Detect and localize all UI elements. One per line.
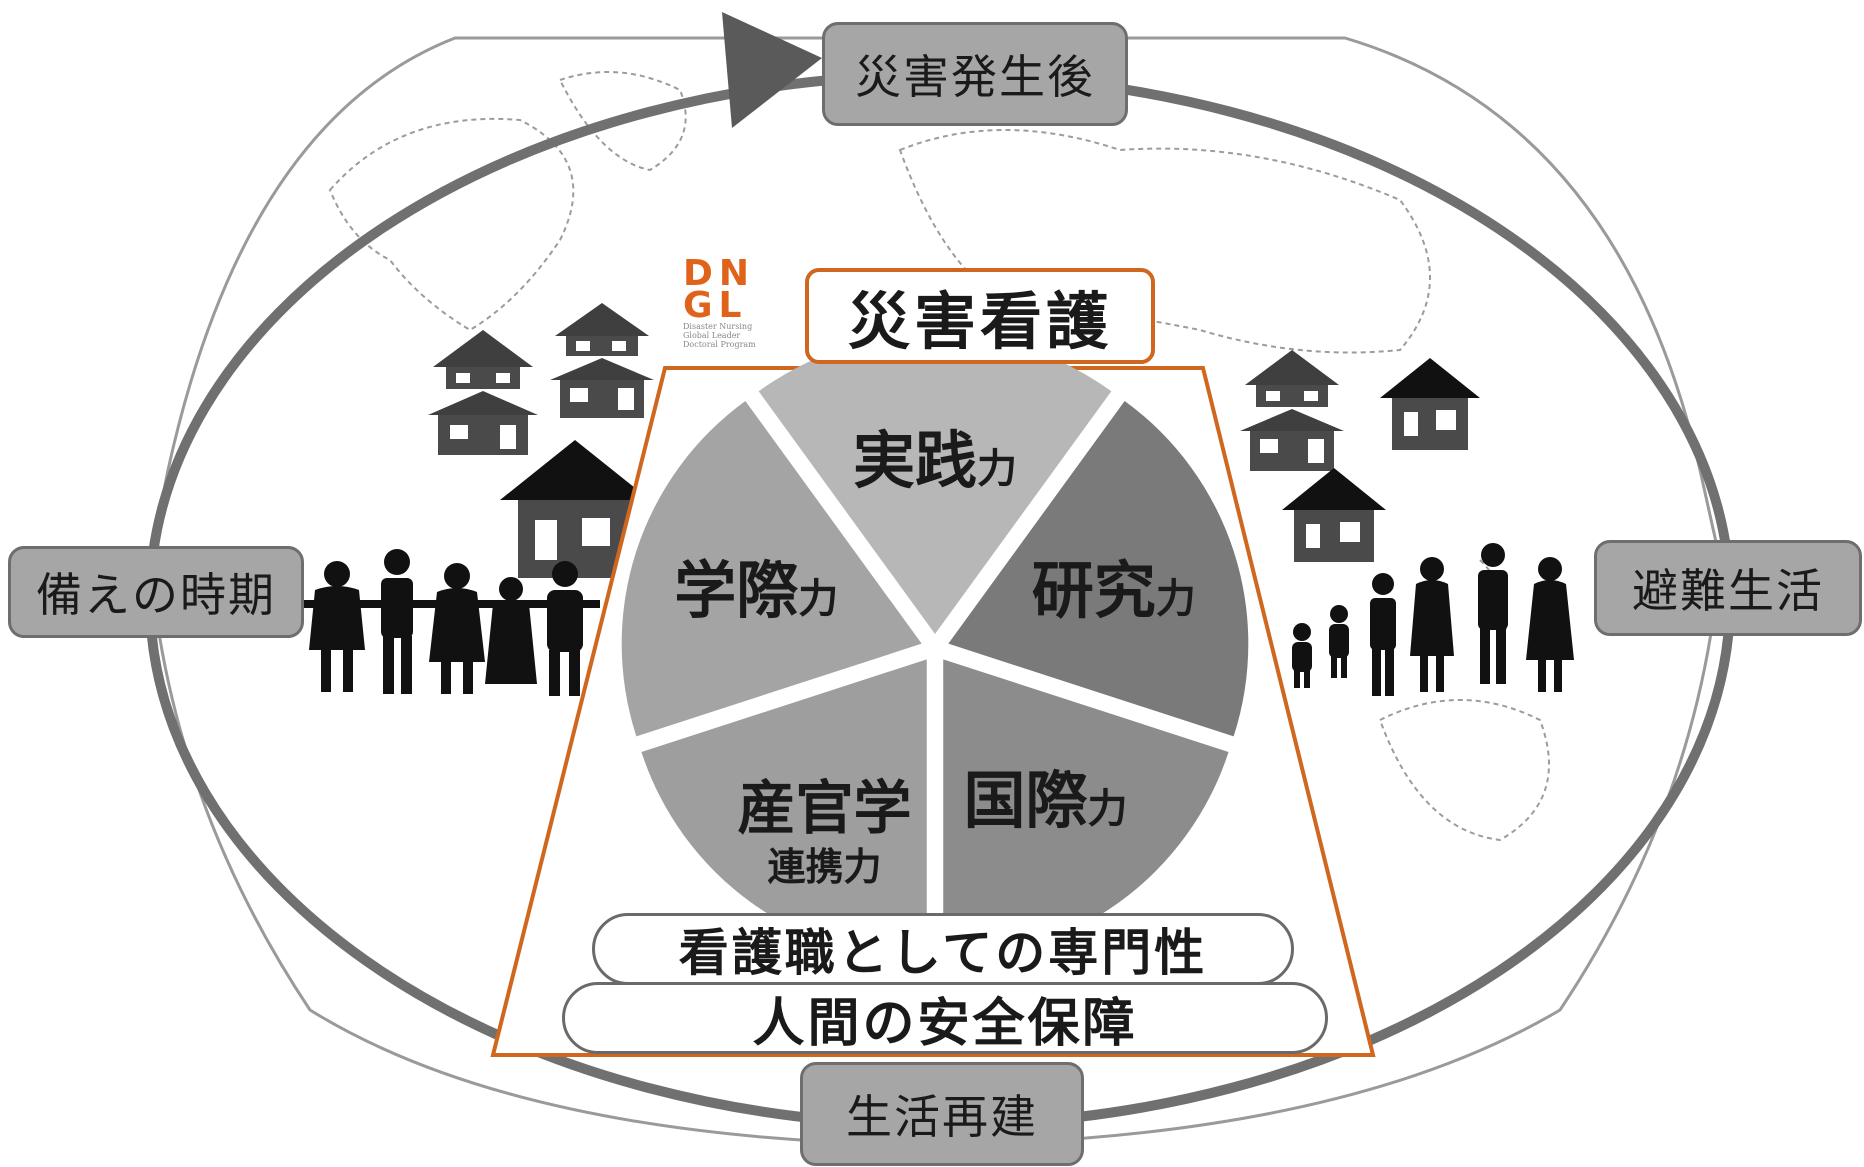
logo-subtitle-3: Doctoral Program: [683, 340, 756, 349]
logo-letters-top: DN: [683, 253, 756, 294]
pie-segment-industry-gov-academia: [641, 659, 927, 960]
diagram-title: 災害看護: [805, 268, 1155, 364]
pie-label-international: 国際力: [963, 764, 1127, 837]
phase-label-after-disaster: 災害発生後: [822, 22, 1128, 126]
pie-segment-research: [948, 400, 1249, 737]
pie-segment-interdisciplinary: [621, 400, 922, 737]
foundation-human-security: 人間の安全保障: [562, 982, 1328, 1054]
houses-left: [428, 303, 654, 578]
phase-label-evacuation-life: 避難生活: [1594, 540, 1862, 636]
pie-label-industry-gov-academia: 産官学: [737, 774, 911, 842]
foundation-nursing-expertise: 看護職としての専門性: [592, 913, 1294, 985]
family-silhouettes-left: [300, 549, 600, 696]
houses-right: [1240, 350, 1480, 562]
family-silhouettes-right: [1292, 543, 1574, 696]
phase-label-preparation: 備えの時期: [8, 546, 304, 638]
dngl-logo: DN GL Disaster Nursing Global Leader Doc…: [683, 253, 795, 350]
pie-label-interdisciplinary: 学際力: [674, 554, 838, 627]
phase-label-life-reconstruction: 生活再建: [800, 1062, 1084, 1166]
pie-label-research: 研究力: [1032, 554, 1196, 627]
pie-sublabel-industry-gov-academia: 連携力: [767, 845, 881, 889]
pie-segment-international: [943, 659, 1229, 960]
logo-letters-bottom: GL: [683, 285, 748, 326]
cycle-arrow-head: [722, 12, 822, 128]
pie-label-practice: 実践力: [853, 424, 1017, 497]
pie-segment-practice: [758, 334, 1112, 634]
logo-subtitle-1: Disaster Nursing: [683, 322, 753, 331]
logo-subtitle-2: Global Leader: [683, 331, 741, 340]
